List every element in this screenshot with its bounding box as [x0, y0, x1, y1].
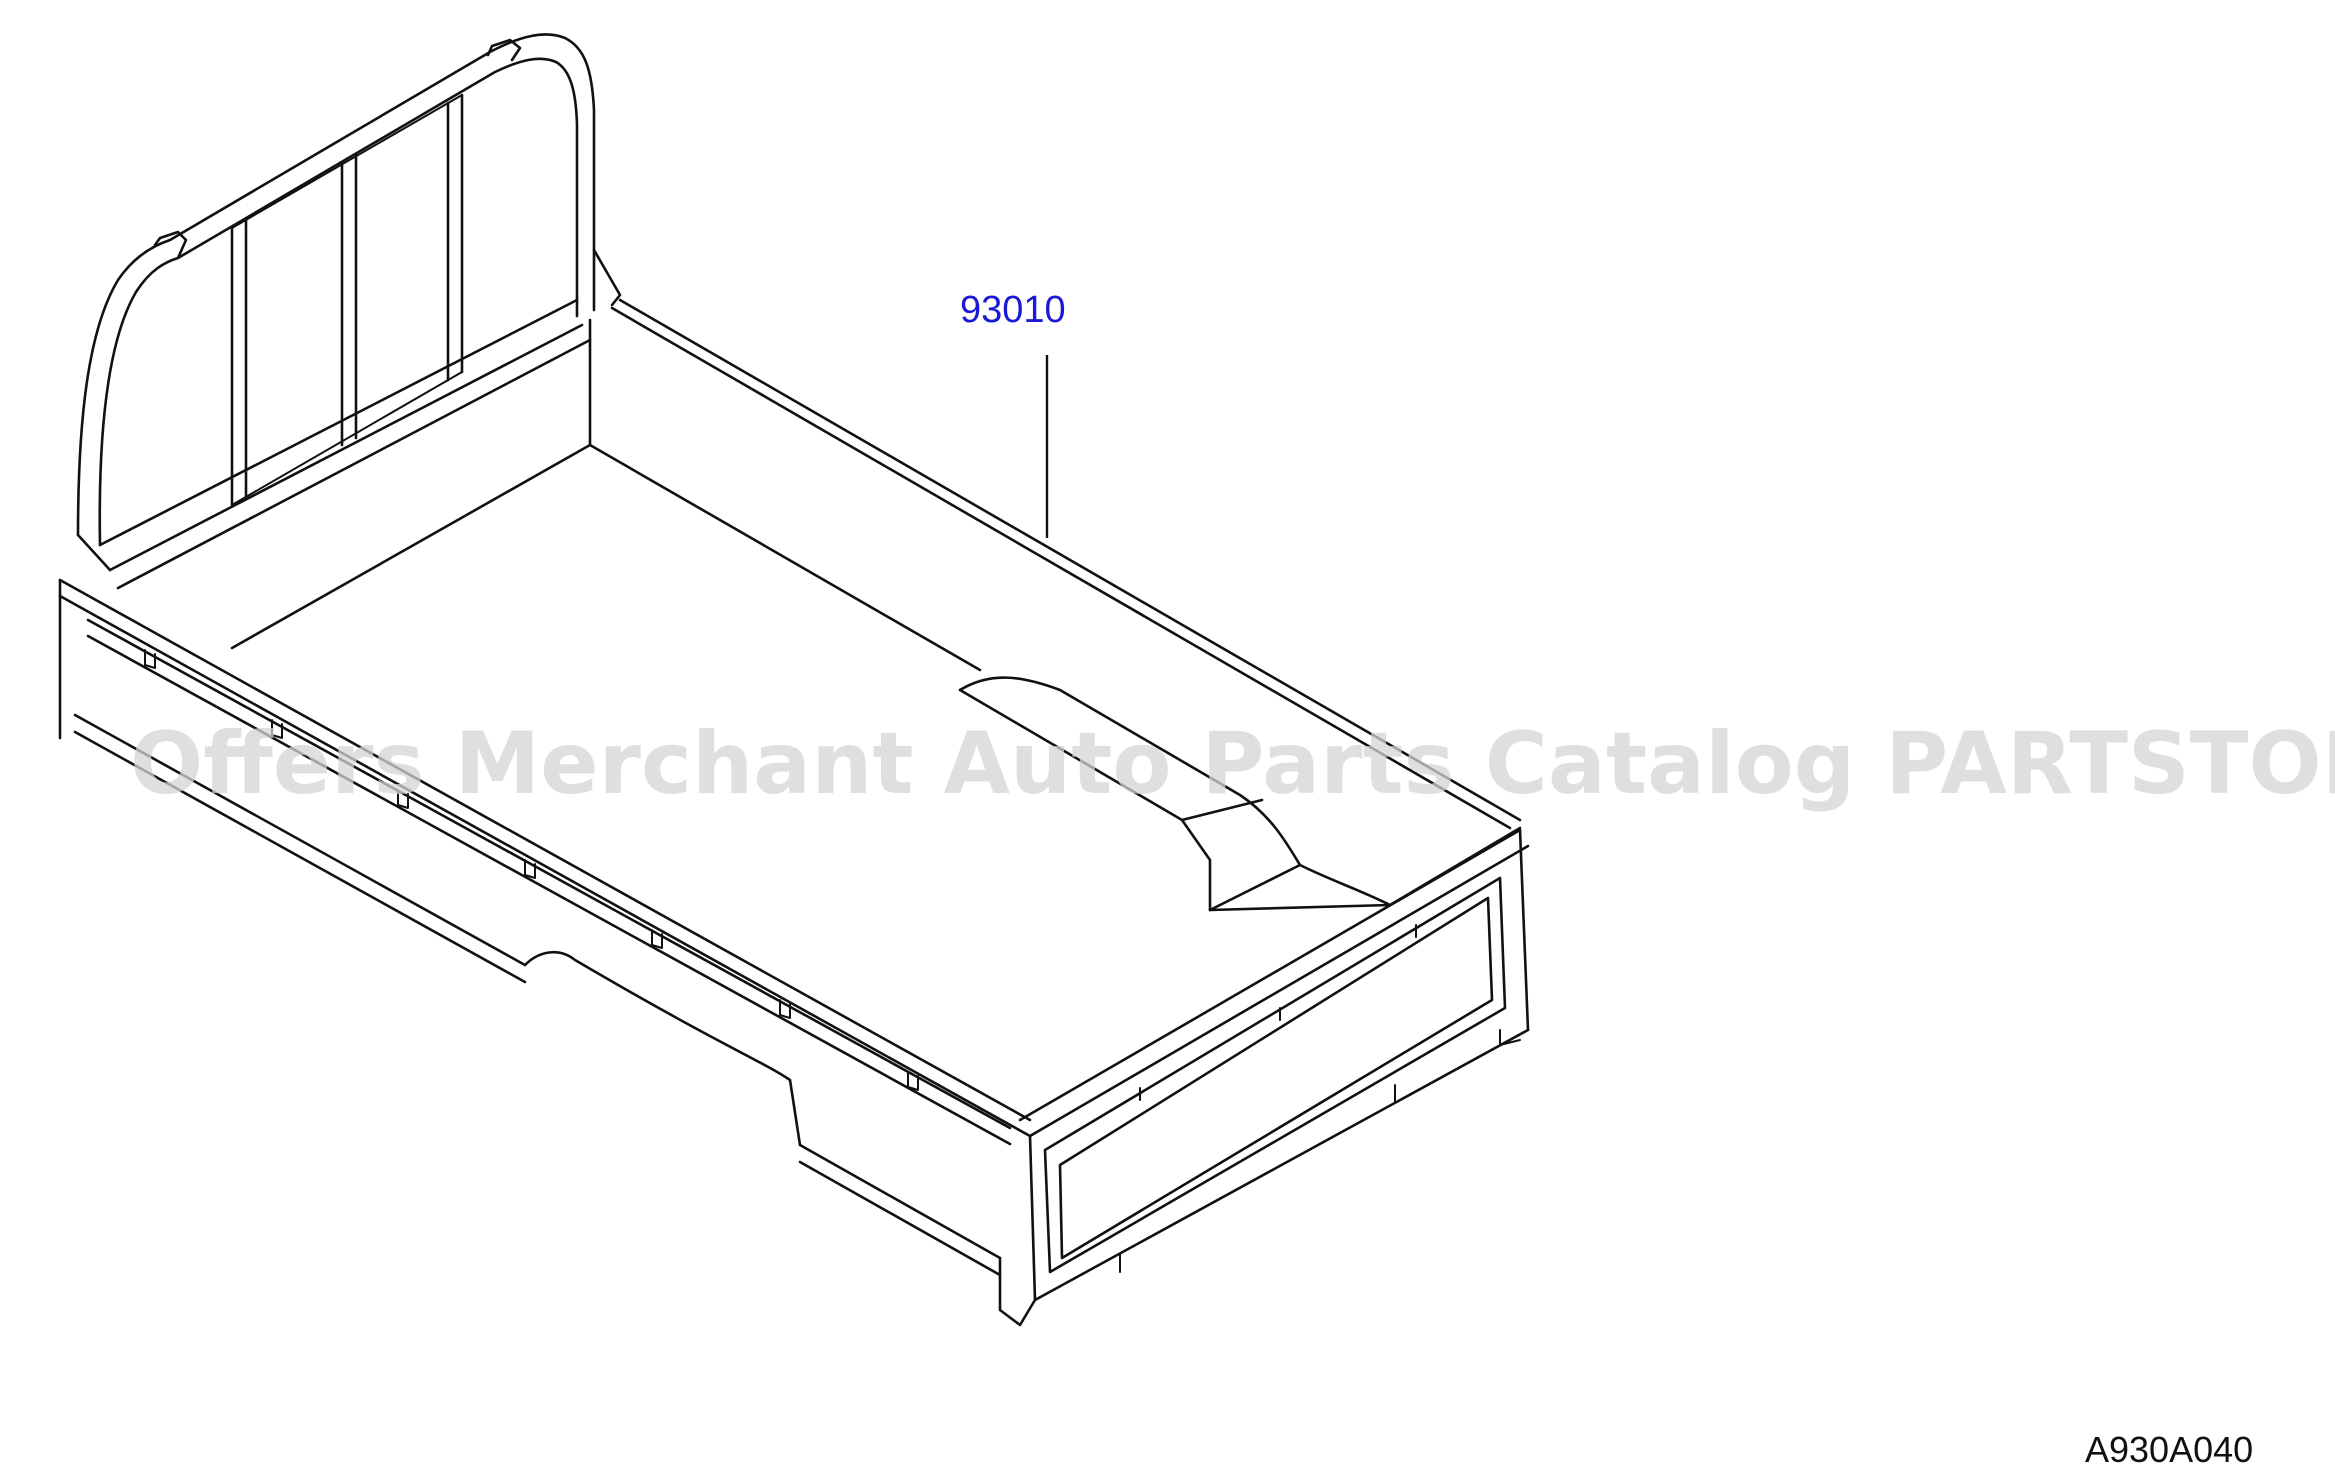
headboard-frame [76, 33, 622, 590]
watermark-text: Offers Merchant Auto Parts Catalog PARTS… [130, 714, 2335, 814]
left-side-panel [58, 578, 1032, 1277]
truck-bed-drawing [58, 33, 1530, 1327]
bed-floor [230, 298, 1522, 912]
figure-code: A930A040 [2085, 1429, 2253, 1470]
tailgate-panel [998, 828, 1530, 1327]
part-callout-93010[interactable]: 93010 [960, 289, 1066, 331]
